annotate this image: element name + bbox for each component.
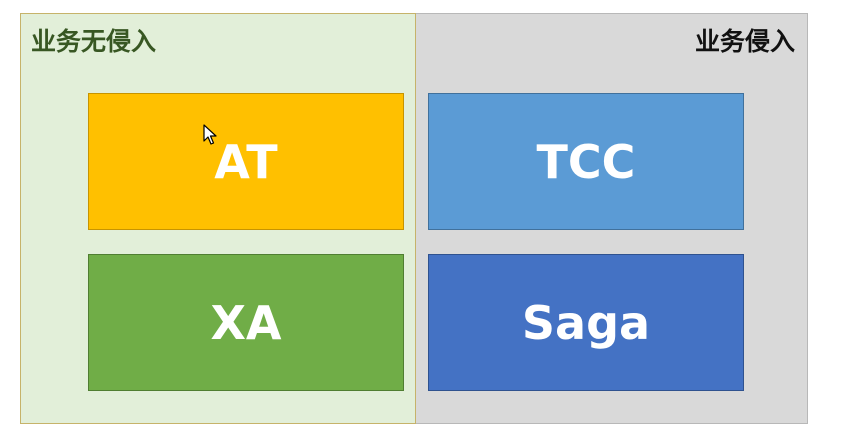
region-title-intrusive: 业务侵入 bbox=[694, 27, 795, 56]
mode-box-saga: Saga bbox=[428, 254, 744, 391]
mode-label-tcc: TCC bbox=[536, 134, 636, 189]
mode-label-saga: Saga bbox=[521, 295, 651, 350]
mode-box-xa: XA bbox=[88, 254, 404, 391]
mode-label-at: AT bbox=[214, 134, 278, 189]
mode-label-xa: XA bbox=[210, 295, 282, 350]
region-title-non-intrusive: 业务无侵入 bbox=[31, 27, 157, 56]
mode-box-at: AT bbox=[88, 93, 404, 230]
mode-box-tcc: TCC bbox=[428, 93, 744, 230]
mouse-pointer-icon bbox=[203, 124, 217, 145]
